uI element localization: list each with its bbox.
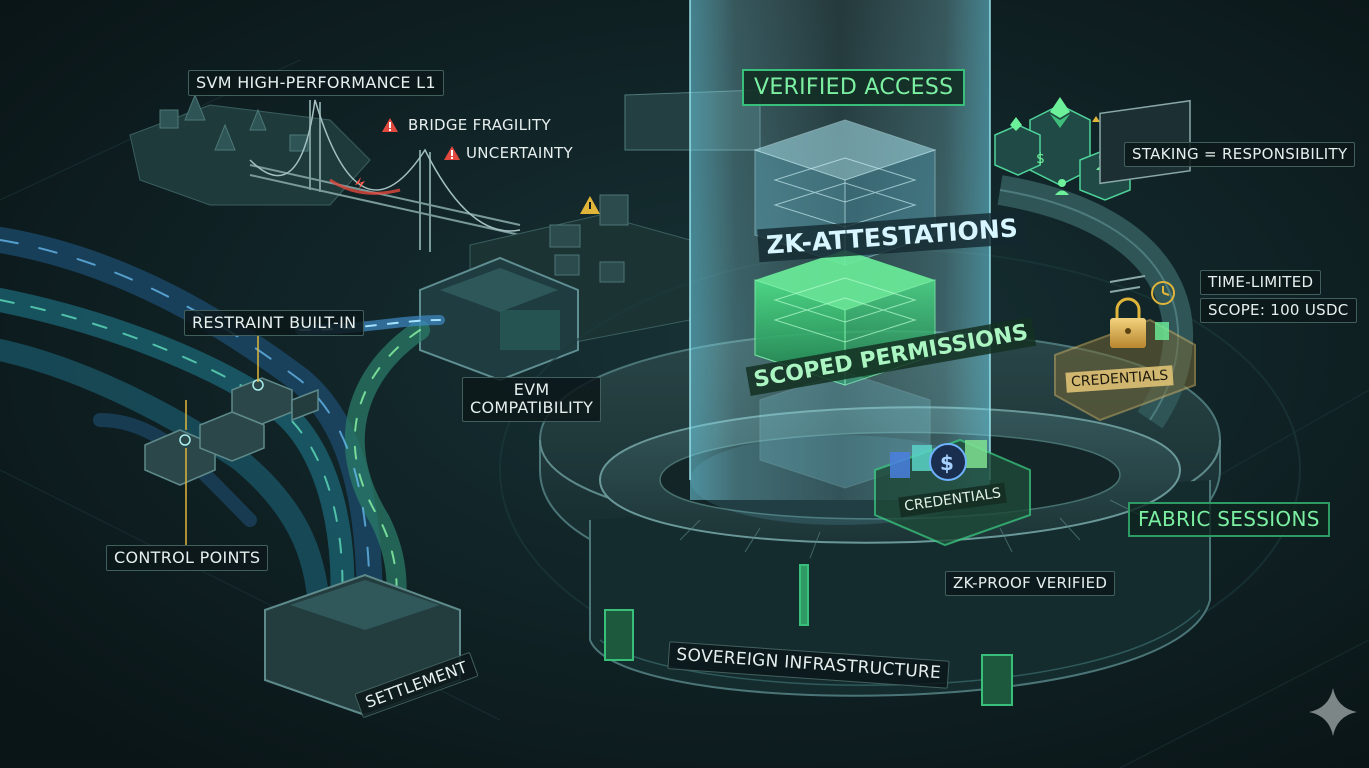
evm-compatibility-label: EVM COMPATIBILITY <box>462 377 601 422</box>
bridge-fragility-label: BRIDGE FRAGILITY <box>408 117 551 134</box>
control-points-label: CONTROL POINTS <box>106 545 268 571</box>
restraint-label: RESTRAINT BUILT-IN <box>184 310 364 336</box>
svg-text:$: $ <box>940 451 954 475</box>
staking-label: STAKING = RESPONSIBILITY <box>1124 142 1355 167</box>
uncertainty-label: UNCERTAINTY <box>466 145 573 162</box>
svg-text:$: $ <box>1036 151 1045 167</box>
fabric-sessions-label: FABRIC SESSIONS <box>1128 502 1330 537</box>
zk-proof-verified-label: ZK-PROOF VERIFIED <box>945 571 1115 596</box>
scope-label: SCOPE: 100 USDC <box>1200 298 1357 323</box>
time-limited-label: TIME-LIMITED <box>1200 270 1321 295</box>
verified-access-label: VERIFIED ACCESS <box>742 69 965 106</box>
warning-icon <box>443 145 461 161</box>
dollar-coin-icon: $ <box>930 444 966 480</box>
warning-icon <box>381 117 399 133</box>
svm-l1-label: SVM HIGH-PERFORMANCE L1 <box>188 70 444 96</box>
